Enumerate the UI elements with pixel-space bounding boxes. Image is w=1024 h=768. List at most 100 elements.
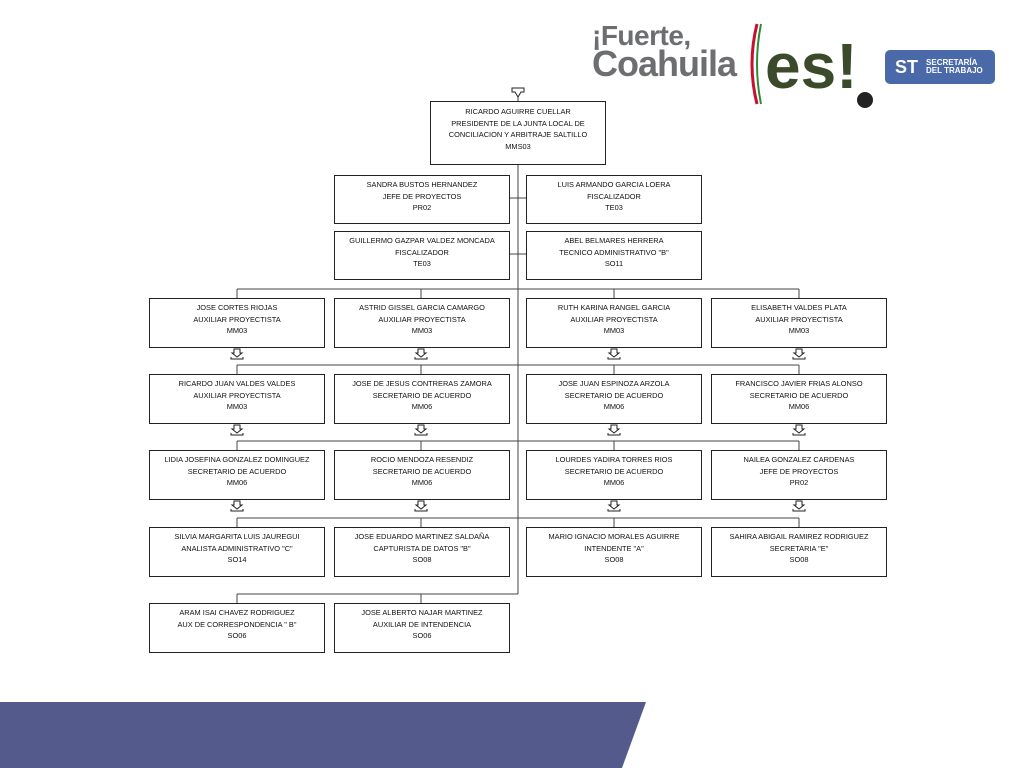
es-logo-icon: es! (750, 23, 873, 108)
org-box-name: FRANCISCO JAVIER FRIAS ALONSO (735, 379, 863, 388)
org-box: ELISABETH VALDES PLATA AUXILIAR PROYECTI… (711, 298, 887, 348)
org-box-title: FISCALIZADOR (587, 191, 641, 201)
org-box-code: SO08 (412, 555, 432, 564)
org-box-title: JEFE DE PROYECTOS (382, 191, 462, 201)
org-box-name: ASTRID GISSEL GARCIA CAMARGO (359, 303, 485, 312)
expand-subordinates-icon[interactable] (414, 500, 428, 512)
org-box: LIDIA JOSEFINA GONZALEZ DOMINGUEZ SECRET… (149, 450, 325, 500)
org-box-code: SO14 (227, 555, 247, 564)
org-box-staff: LUIS ARMANDO GARCIA LOERA FISCALIZADOR T… (526, 175, 702, 224)
org-box: FRANCISCO JAVIER FRIAS ALONSO SECRETARIO… (711, 374, 887, 424)
org-box-code: MM06 (226, 478, 248, 487)
org-box-code: SO08 (604, 555, 624, 564)
org-box-staff: SANDRA BUSTOS HERNANDEZ JEFE DE PROYECTO… (334, 175, 510, 224)
org-box-name: SAHIRA ABIGAIL RAMIREZ RODRIGUEZ (729, 532, 869, 541)
org-box: NAILEA GONZALEZ CARDENAS JEFE DE PROYECT… (711, 450, 887, 500)
org-box-code: MM06 (788, 402, 810, 411)
org-box-title: AUXILIAR PROYECTISTA (378, 314, 466, 324)
org-box-name: ABEL BELMARES HERRERA (564, 236, 664, 245)
org-box-title: AUXILIAR PROYECTISTA (193, 314, 281, 324)
org-box-code: MM06 (603, 478, 625, 487)
org-box-name: RUTH KARINA RANGEL GARCIA (557, 303, 671, 312)
org-box-code: MM03 (411, 326, 433, 335)
org-box-name: RICARDO AGUIRRE CUELLAR (465, 107, 571, 116)
org-box-title: SECRETARIO DE ACUERDO (564, 466, 664, 476)
org-box-code: MM03 (226, 402, 248, 411)
badge-line-1: SECRETARÍA (926, 57, 978, 67)
org-box-code: TE03 (413, 259, 431, 268)
org-box: SAHIRA ABIGAIL RAMIREZ RODRIGUEZ SECRETA… (711, 527, 887, 577)
expand-subordinates-icon[interactable] (230, 348, 244, 360)
org-box-code: SO11 (604, 259, 624, 268)
expand-subordinates-icon[interactable] (414, 348, 428, 360)
org-box-title: AUXILIAR PROYECTISTA (755, 314, 843, 324)
org-box-title: SECRETARIA "E" (769, 543, 829, 553)
org-box-code: MM03 (603, 326, 625, 335)
org-box: SILVIA MARGARITA LUIS JAUREGUI ANALISTA … (149, 527, 325, 577)
expand-subordinates-icon[interactable] (792, 348, 806, 360)
expand-subordinates-icon[interactable] (792, 500, 806, 512)
badge-abbr: ST (895, 56, 919, 77)
org-box: RUTH KARINA RANGEL GARCIA AUXILIAR PROYE… (526, 298, 702, 348)
org-box-title: FISCALIZADOR (395, 247, 449, 257)
org-box-name: LOURDES YADIRA TORRES RIOS (555, 455, 673, 464)
org-box-name: JOSE EDUARDO MARTINEZ SALDAÑA (354, 532, 490, 541)
expand-subordinates-icon[interactable] (607, 348, 621, 360)
org-box-title: INTENDENTE "A" (584, 543, 644, 553)
org-box-title: TECNICO ADMINISTRATIVO "B" (559, 247, 669, 257)
org-box-title: PRESIDENTE DE LA JUNTA LOCAL DE (451, 118, 585, 128)
expand-subordinates-icon[interactable] (414, 424, 428, 436)
org-box-code: MM03 (788, 326, 810, 335)
org-box-name: JOSE JUAN ESPINOZA ARZOLA (558, 379, 670, 388)
logo-line-2: Coahuila (592, 43, 737, 84)
org-box-title: JEFE DE PROYECTOS (759, 466, 839, 476)
org-box-name: JOSE ALBERTO NAJAR MARTINEZ (361, 608, 483, 617)
org-box-title: SECRETARIO DE ACUERDO (187, 466, 287, 476)
expand-subordinates-icon[interactable] (792, 424, 806, 436)
org-box-code: MM06 (411, 478, 433, 487)
expand-subordinates-icon[interactable] (230, 500, 244, 512)
org-box-title: AUXILIAR PROYECTISTA (193, 390, 281, 400)
secretaria-trabajo-badge: ST SECRETARÍA DEL TRABAJO (885, 50, 995, 84)
org-box: ROCIO MENDOZA RESENDIZ SECRETARIO DE ACU… (334, 450, 510, 500)
org-box-title: SECRETARIO DE ACUERDO (372, 390, 472, 400)
org-box-title: AUXILIAR PROYECTISTA (570, 314, 658, 324)
org-box: JOSE DE JESUS CONTRERAS ZAMORA SECRETARI… (334, 374, 510, 424)
org-box-name: MARIO IGNACIO MORALES AGUIRRE (548, 532, 680, 541)
expand-subordinates-icon[interactable] (230, 424, 244, 436)
org-box-title: AUX DE CORRESPONDENCIA " B" (177, 619, 297, 629)
org-box-code: PR02 (789, 478, 809, 487)
expand-subordinates-icon[interactable] (607, 424, 621, 436)
org-box-code: SO06 (227, 631, 247, 640)
expand-subordinates-icon[interactable] (511, 87, 525, 99)
badge-text: SECRETARÍA DEL TRABAJO (926, 57, 983, 76)
org-box-code: MM03 (226, 326, 248, 335)
bottom-decorative-band (0, 702, 646, 768)
expand-subordinates-icon[interactable] (607, 500, 621, 512)
org-box-staff: ABEL BELMARES HERRERA TECNICO ADMINISTRA… (526, 231, 702, 280)
logo-es-text: es! (765, 30, 858, 102)
org-box: RICARDO JUAN VALDES VALDES AUXILIAR PROY… (149, 374, 325, 424)
org-box: JOSE ALBERTO NAJAR MARTINEZ AUXILIAR DE … (334, 603, 510, 653)
org-box-code: MM06 (603, 402, 625, 411)
org-box-code: PR02 (412, 203, 432, 212)
org-box-staff: GUILLERMO GAZPAR VALDEZ MONCADA FISCALIZ… (334, 231, 510, 280)
org-box-code: MMS03 (505, 141, 531, 151)
org-box-title: SECRETARIO DE ACUERDO (749, 390, 849, 400)
org-box: JOSE JUAN ESPINOZA ARZOLA SECRETARIO DE … (526, 374, 702, 424)
org-box-president: RICARDO AGUIRRE CUELLAR PRESIDENTE DE LA… (430, 101, 606, 165)
org-box-name: GUILLERMO GAZPAR VALDEZ MONCADA (349, 236, 495, 245)
org-box-title-2: CONCILIACION Y ARBITRAJE SALTILLO (448, 130, 588, 139)
org-box-name: ARAM ISAI CHAVEZ RODRIGUEZ (179, 608, 295, 617)
org-box: JOSE CORTES RIOJAS AUXILIAR PROYECTISTA … (149, 298, 325, 348)
org-box-name: ROCIO MENDOZA RESENDIZ (370, 455, 474, 464)
org-box: MARIO IGNACIO MORALES AGUIRRE INTENDENTE… (526, 527, 702, 577)
org-box-name: LIDIA JOSEFINA GONZALEZ DOMINGUEZ (164, 455, 310, 464)
org-box-code: SO06 (412, 631, 432, 640)
org-box-name: JOSE CORTES RIOJAS (196, 303, 278, 312)
org-box: ASTRID GISSEL GARCIA CAMARGO AUXILIAR PR… (334, 298, 510, 348)
org-box-name: JOSE DE JESUS CONTRERAS ZAMORA (352, 379, 492, 388)
org-box-name: RICARDO JUAN VALDES VALDES (178, 379, 296, 388)
org-box-name: NAILEA GONZALEZ CARDENAS (743, 455, 855, 464)
org-box-title: ANALISTA ADMINISTRATIVO "C" (181, 543, 293, 553)
